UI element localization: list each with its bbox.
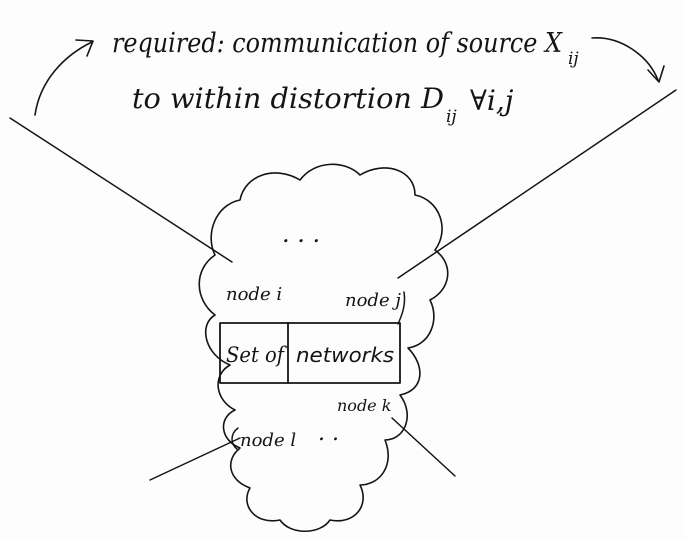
node-j-stem — [397, 291, 406, 325]
annotation-line2: to within distortion D — [132, 82, 444, 115]
arrow-left-head — [75, 39, 94, 57]
connector-line-node-i — [9, 117, 233, 263]
node-label-k: node k — [337, 396, 391, 415]
arrow-right-curve — [591, 37, 659, 81]
networks-box — [219, 322, 401, 384]
cloud-dots-bottom: . . — [318, 421, 339, 446]
arrow-left-curve — [34, 41, 93, 116]
node-label-i: node i — [226, 284, 282, 305]
cloud-outline — [198, 163, 449, 532]
networks-box-left-label: Set of — [226, 343, 287, 367]
annotation-line2-subscript: ij — [446, 107, 457, 127]
annotation-line1: required: communication of source X — [112, 28, 564, 59]
annotation-line1-subscript: ij — [568, 49, 579, 69]
connector-line-node-j — [397, 89, 677, 279]
node-label-j: node j — [345, 290, 401, 311]
connector-line-node-l — [149, 437, 241, 481]
arrow-right-head — [647, 65, 665, 83]
cloud-dots-top: . . . — [282, 220, 320, 248]
annotation-line2-suffix: ∀i,j — [470, 84, 514, 117]
node-l-bracket — [231, 427, 239, 451]
connector-line-node-k — [391, 417, 456, 477]
networks-box-right-label: networks — [296, 343, 394, 367]
node-label-l: node l — [240, 430, 296, 451]
